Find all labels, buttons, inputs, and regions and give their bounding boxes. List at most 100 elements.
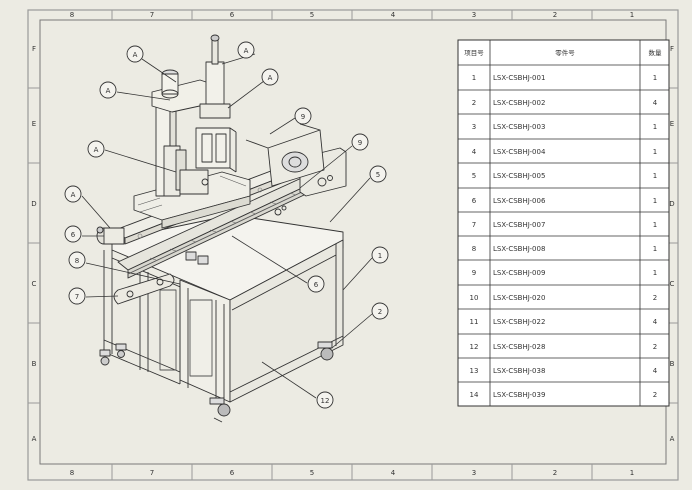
bom-cell-item: 9	[472, 269, 476, 277]
zone-number-bottom: 5	[310, 469, 314, 477]
bom-cell-part: LSX-CSBHJ-009	[493, 269, 545, 277]
svg-text:6: 6	[71, 231, 76, 239]
balloon: A	[126, 45, 144, 63]
bom-cell-item: 3	[472, 123, 476, 131]
bom-cell-item: 13	[470, 367, 479, 375]
caster-wheel	[317, 341, 334, 361]
bom-header-qty: 数量	[649, 48, 663, 57]
svg-text:A: A	[268, 74, 273, 82]
bom-cell-qty: 1	[653, 172, 657, 180]
gear-housing	[245, 123, 325, 187]
balloon: 1	[371, 246, 389, 264]
zone-letter-right: C	[670, 280, 675, 288]
balloon: 6	[64, 225, 82, 243]
svg-text:12: 12	[321, 397, 330, 405]
bom-header-item: 项目号	[464, 49, 484, 57]
bom-cell-qty: 1	[653, 245, 657, 253]
zone-number-bottom: 3	[472, 469, 476, 477]
bom-cell-part: LSX-CSBHJ-008	[493, 245, 545, 253]
caster-wheel	[115, 343, 127, 358]
bom-cell-part: LSX-CSBHJ-039	[493, 391, 545, 399]
svg-text:A: A	[71, 191, 76, 199]
bom-cell-qty: 2	[653, 343, 657, 351]
bom-cell-part: LSX-CSBHJ-022	[493, 318, 545, 326]
svg-text:2: 2	[378, 308, 382, 316]
bom-cell-item: 2	[472, 99, 476, 107]
zone-letter-left: D	[31, 200, 36, 208]
zone-number-top: 4	[391, 11, 396, 19]
bom-cell-qty: 4	[653, 367, 658, 375]
bom-cell-part: LSX-CSBHJ-001	[493, 74, 545, 82]
machine-assembly-drawing	[96, 34, 347, 423]
item-balloons: A A A A A A 9 9 5 6 8 7 1 6 2 12	[64, 41, 389, 409]
svg-text:9: 9	[358, 139, 362, 147]
bom-cell-qty: 1	[653, 221, 657, 229]
zone-letter-left: F	[32, 45, 36, 53]
balloon: A	[261, 68, 279, 86]
bom-cell-qty: 4	[653, 99, 658, 107]
bom-cell-part: LSX-CSBHJ-028	[493, 343, 545, 351]
balloon: A	[99, 81, 117, 99]
balloon: 7	[68, 287, 86, 305]
zone-letter-left: E	[32, 120, 36, 128]
bom-header-part: 零件号	[555, 48, 575, 57]
balloon: A	[87, 140, 105, 158]
leader-lines	[81, 53, 373, 399]
bom-cell-part: LSX-CSBHJ-006	[493, 197, 546, 205]
balloon: A	[237, 41, 255, 59]
bom-cell-qty: 4	[653, 318, 658, 326]
zone-letter-left: A	[32, 435, 37, 443]
bom-cell-item: 7	[472, 221, 476, 229]
balloon: 6	[307, 275, 325, 293]
bom-cell-item: 8	[472, 245, 476, 253]
svg-text:8: 8	[75, 257, 79, 265]
bom-cell-item: 12	[470, 343, 479, 351]
zone-number-top: 8	[70, 11, 74, 19]
bom-cell-part: LSX-CSBHJ-005	[493, 172, 545, 180]
zone-letter-right: B	[670, 360, 675, 368]
svg-text:7: 7	[75, 293, 79, 301]
cabinet-front	[179, 279, 231, 403]
balloon: 5	[369, 165, 387, 183]
balloon: 8	[68, 251, 86, 269]
bom-cell-part: LSX-CSBHJ-020	[493, 294, 545, 302]
zone-number-bottom: 6	[230, 469, 235, 477]
zone-number-top: 2	[553, 11, 557, 19]
zone-number-top: 1	[630, 11, 634, 19]
bom-cell-item: 5	[472, 172, 476, 180]
svg-text:A: A	[133, 51, 138, 59]
bom-cell-item: 4	[472, 148, 477, 156]
bom-cell-qty: 1	[653, 123, 657, 131]
bom-cell-qty: 2	[653, 391, 657, 399]
balloon: 9	[351, 133, 369, 151]
zone-number-bottom: 1	[630, 469, 634, 477]
bom-cell-part: LSX-CSBHJ-003	[493, 123, 545, 131]
zone-number-bottom: 4	[391, 469, 396, 477]
bom-cell-qty: 1	[653, 197, 657, 205]
bom-cell-item: 1	[472, 74, 476, 82]
bom-cell-item: 11	[470, 318, 479, 326]
bom-cell-qty: 1	[653, 269, 657, 277]
svg-text:9: 9	[301, 113, 305, 121]
caster-wheel	[209, 397, 231, 423]
bom-cell-qty: 1	[653, 74, 657, 82]
zone-number-bottom: 7	[150, 469, 154, 477]
caster-wheel	[99, 349, 111, 366]
svg-text:A: A	[244, 47, 249, 55]
bom-cell-part: LSX-CSBHJ-004	[493, 148, 546, 156]
zone-number-top: 3	[472, 11, 476, 19]
svg-text:A: A	[106, 87, 111, 95]
svg-text:6: 6	[314, 281, 319, 289]
zone-letter-right: F	[670, 45, 674, 53]
zone-letter-left: B	[32, 360, 37, 368]
bom-cell-item: 10	[470, 294, 479, 302]
balloon: 12	[316, 391, 334, 409]
bom-cell-part: LSX-CSBHJ-007	[493, 221, 545, 229]
press-unit	[133, 34, 287, 265]
bom-cell-part: LSX-CSBHJ-002	[493, 99, 545, 107]
zone-letter-right: D	[669, 200, 674, 208]
drive-motor	[96, 226, 125, 245]
svg-text:A: A	[94, 146, 99, 154]
